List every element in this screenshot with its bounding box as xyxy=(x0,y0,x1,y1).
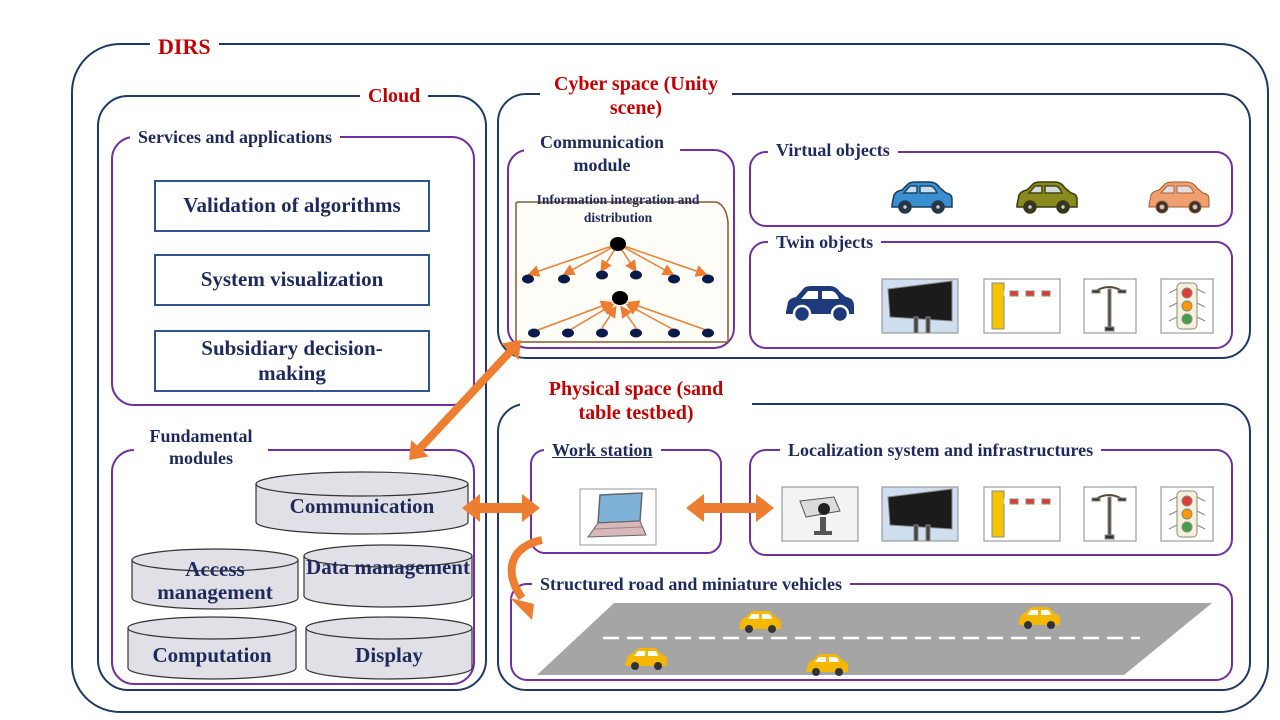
localization-title: Localization system and infrastructures xyxy=(780,440,1102,461)
display-label: Display xyxy=(355,643,423,667)
physical-title: Physical space (sand table testbed) xyxy=(520,377,752,425)
workstation-title: Work station xyxy=(544,440,661,461)
street-lamp-icon xyxy=(1083,278,1137,334)
yellow-car-icon xyxy=(806,654,848,676)
orange-car-icon xyxy=(1148,181,1210,214)
road-title: Structured road and miniature vehicles xyxy=(532,574,851,595)
dirs-frame xyxy=(71,43,1269,713)
car-silhouette-icon xyxy=(786,286,854,324)
traffic-light-icon xyxy=(1160,278,1214,334)
twin-frame xyxy=(749,241,1233,349)
cylinder-display xyxy=(305,628,473,680)
computation-label: Computation xyxy=(152,643,272,667)
traffic-light-icon xyxy=(1160,486,1214,542)
network-box xyxy=(515,201,729,343)
arrow-cloud-to-cyber xyxy=(409,340,521,460)
arrows xyxy=(409,340,774,620)
physical-frame xyxy=(497,403,1251,691)
fundamental-title: Fundamental modules xyxy=(134,426,268,470)
road-frame xyxy=(510,583,1233,681)
cylinder-computation xyxy=(127,628,297,680)
twin-objects-title: Twin objects xyxy=(768,232,882,253)
cylinder-data xyxy=(303,556,473,608)
barrier-gate-icon xyxy=(983,278,1061,334)
olive-car-icon xyxy=(1016,181,1078,214)
dirs-title: DIRS xyxy=(150,34,219,60)
arrow-comm-to-workstation xyxy=(462,494,540,522)
arrow-workstation-to-road xyxy=(507,536,543,601)
cylinder-access xyxy=(131,560,299,610)
comm-module-subtitle: Information integration and distribution xyxy=(536,192,700,225)
cloud-frame xyxy=(97,95,487,691)
decision-box: Subsidiary decision-making xyxy=(154,330,430,392)
access-management-label: Access management xyxy=(157,557,273,605)
barrier-gate-icon xyxy=(983,486,1061,542)
virtual-objects-title: Virtual objects xyxy=(768,140,898,161)
cylinder-communication xyxy=(255,484,469,535)
cylinders xyxy=(127,471,473,680)
cloud-title: Cloud xyxy=(360,85,429,108)
cyber-frame xyxy=(497,93,1251,359)
virtual-frame xyxy=(749,151,1233,227)
laptop-icon xyxy=(579,488,657,546)
billboard-icon xyxy=(881,278,959,334)
visualization-box: System visualization xyxy=(154,254,430,306)
billboard-icon xyxy=(881,486,959,542)
data-management-label: Data management xyxy=(306,555,470,579)
services-title: Services and applications xyxy=(130,127,341,148)
blue-car-icon xyxy=(891,181,953,214)
cyber-title: Cyber space (Unity scene) xyxy=(540,72,732,120)
fundamental-frame xyxy=(111,449,475,685)
yellow-car-icon xyxy=(625,648,667,670)
street-lamp-icon xyxy=(1083,486,1137,542)
yellow-car-icon xyxy=(1018,607,1060,629)
communication-label: Communication xyxy=(289,494,435,518)
network-nodes xyxy=(522,237,714,338)
yellow-car-icon xyxy=(739,611,781,633)
validation-box: Validation of algorithms xyxy=(154,180,430,232)
comm-module-title: Communication module xyxy=(524,131,680,176)
camera-icon xyxy=(781,486,859,542)
arrow-workstation-to-localization xyxy=(686,494,774,522)
